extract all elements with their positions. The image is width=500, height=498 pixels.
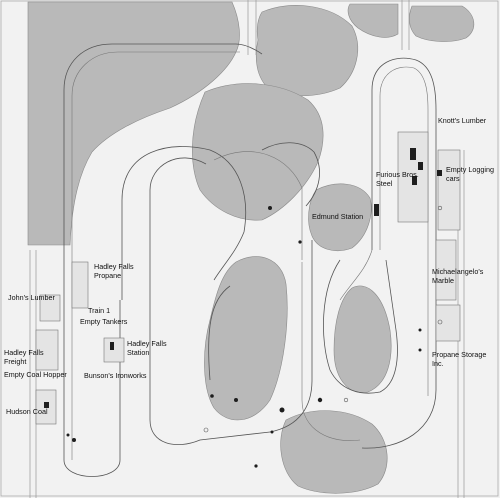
- terrain-center: [192, 83, 324, 221]
- label-propane-storage-2: Inc.: [432, 359, 444, 368]
- label-empty-logging-1: Empty Logging: [446, 165, 494, 174]
- building-hadley-propane: [71, 261, 89, 309]
- label-hadley-station-2: Station: [127, 348, 149, 357]
- label-furious-1: Furious Bros.: [376, 170, 419, 179]
- label-hadley-propane-2: Propane: [94, 271, 121, 280]
- building-empty-logging-cars: [437, 149, 461, 231]
- label-hadley-station-1: Hadley Falls: [127, 339, 167, 348]
- terrain-bottom: [280, 410, 388, 494]
- terrain-edmund: [308, 183, 372, 251]
- terrain-south-east: [333, 285, 392, 393]
- label-johns-lumber: John's Lumber: [8, 293, 56, 302]
- building-propane-storage: [435, 304, 461, 342]
- label-hadley-freight-2: Freight: [4, 357, 26, 366]
- label-edmund-station: Edmund Station: [312, 212, 363, 221]
- building-johns-lumber: [39, 294, 61, 322]
- track-lines: [63, 43, 437, 477]
- label-empty-tankers: Empty Tankers: [80, 317, 128, 326]
- terrain-northwest: [27, 1, 240, 246]
- building-hadley-freight: [35, 329, 59, 371]
- terrain-north-center: [255, 5, 359, 97]
- label-bunsons-ironworks: Bunson's Ironworks: [84, 371, 147, 380]
- terrain-east-top: [409, 5, 475, 42]
- label-hadley-propane-1: Hadley Falls: [94, 262, 134, 271]
- terrain-northeast: [347, 3, 399, 38]
- roads: [29, 0, 465, 498]
- label-hadley-freight-1: Hadley Falls: [4, 348, 44, 357]
- label-propane-storage-1: Propane Storage: [432, 350, 486, 359]
- label-knotts-lumber: Knott's Lumber: [438, 116, 487, 125]
- labels: Knott's Lumber Empty Logging cars Furiou…: [4, 116, 494, 416]
- label-train-1: Train 1: [88, 306, 110, 315]
- label-michaelangelo-2: Marble: [432, 276, 454, 285]
- scenery-dots: [66, 205, 443, 468]
- label-hudson-coal: Hudson Coal: [6, 407, 48, 416]
- label-michaelangelo-1: Michaelangelo's: [432, 267, 484, 276]
- label-empty-coal-hopper: Empty Coal Hopper: [4, 370, 67, 379]
- terrain-south-center: [204, 256, 288, 421]
- building-michaelangelos-marble: [435, 239, 457, 301]
- structures: [35, 131, 461, 425]
- label-furious-2: Steel: [376, 179, 393, 188]
- label-empty-logging-2: cars: [446, 174, 460, 183]
- terrain: [27, 1, 475, 494]
